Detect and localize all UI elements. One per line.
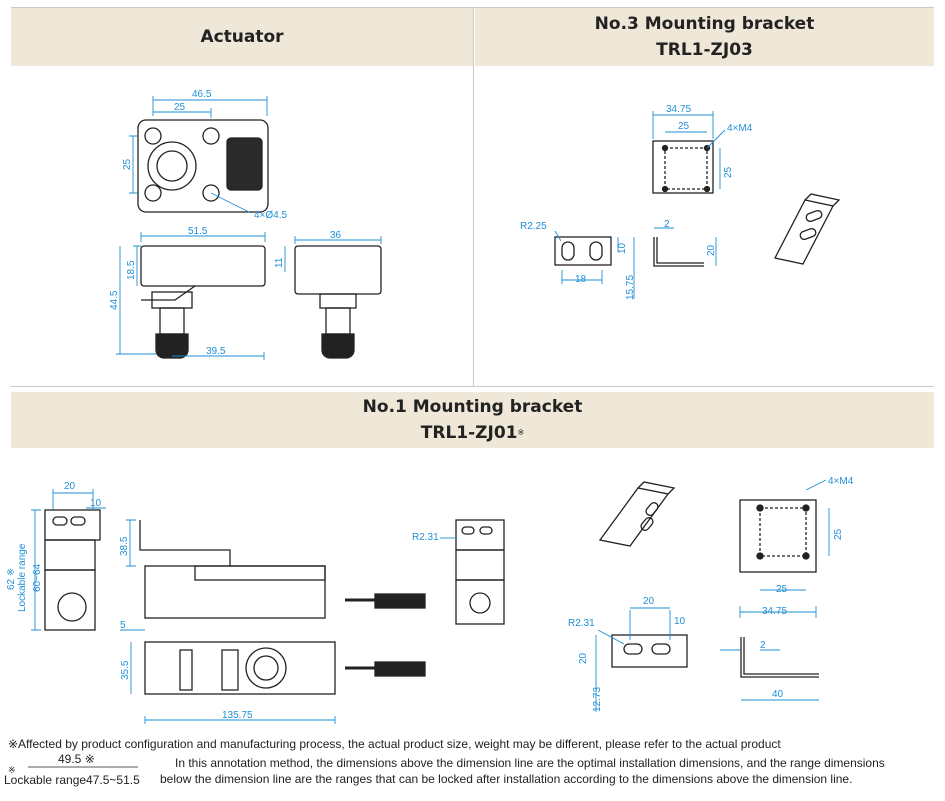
bracket1-mark: ※ <box>517 428 525 437</box>
dim-b1-h355: 35.5 <box>120 660 131 680</box>
bracket3-title: No.3 Mounting bracket <box>594 14 815 34</box>
dim-actuator-hole-h: 25 <box>122 158 133 170</box>
top-border <box>11 7 934 8</box>
dim-b1-h1273: 12.73 <box>592 687 603 712</box>
dim-b1-w10: 10 <box>90 498 102 509</box>
dim-b1-w20b: 20 <box>643 596 655 607</box>
bracket1-header: No.1 Mounting bracket TRL1-ZJ01※ <box>11 392 934 448</box>
dim-b3-thread: 4×M4 <box>727 123 753 134</box>
bracket3-model: TRL1-ZJ03 <box>656 40 753 60</box>
dim-b3-hole-w: 25 <box>678 121 690 132</box>
dim-b1-h25: 25 <box>833 528 844 540</box>
actuator-title: Actuator <box>200 27 284 47</box>
dim-b3-radius: R2.25 <box>520 221 547 232</box>
legend-range: Lockable range47.5~51.5 <box>4 773 140 787</box>
dim-actuator-front-w: 36 <box>330 230 342 241</box>
dim-b1-t2: 2 <box>760 640 766 651</box>
dim-b1-r231: R2.31 <box>412 532 439 543</box>
middle-border <box>11 386 934 387</box>
note-affected: ※Affected by product configuration and m… <box>8 737 781 751</box>
dim-actuator-h-top: 18.5 <box>126 260 137 280</box>
dim-b3-w18: 18 <box>575 274 587 285</box>
dim-b3-h10: 10 <box>617 242 628 254</box>
dim-b1-h385: 38.5 <box>119 536 130 556</box>
dim-b3-h1575: 15.75 <box>625 275 636 300</box>
dim-b1-lock-range: 60~64 <box>32 563 43 592</box>
legend-value: 49.5 ※ <box>58 752 95 766</box>
legend-mark: ※ <box>8 765 16 775</box>
note-annotation-2: below the dimension line are the ranges … <box>160 772 853 786</box>
actuator-header: Actuator <box>11 8 473 66</box>
dim-actuator-width: 46.5 <box>192 89 212 100</box>
dim-b3-thickness: 2 <box>664 219 670 230</box>
dim-actuator-hole-w: 25 <box>174 102 186 113</box>
dim-actuator-h11: 11 <box>274 257 285 268</box>
dim-b1-r231b: R2.31 <box>568 618 595 629</box>
dim-b3-width: 34.75 <box>666 104 691 115</box>
bracket1-model: TRL1-ZJ01 <box>420 423 518 443</box>
dim-b3-hole-h: 25 <box>723 166 734 178</box>
dim-b1-w13575: 135.75 <box>222 710 253 721</box>
dim-actuator-holes: 4×Ø4.5 <box>254 210 288 221</box>
dim-b1-lock-label: Lockable range <box>17 543 28 612</box>
dim-b1-w20: 20 <box>64 481 76 492</box>
dim-b1-thread: 4×M4 <box>828 476 854 487</box>
dim-actuator-w-bottom: 39.5 <box>206 346 226 357</box>
dim-b1-w25: 25 <box>776 584 788 595</box>
dim-b1-h62: 62 ※ <box>6 568 17 590</box>
dim-b1-w10b: 10 <box>674 616 686 627</box>
bracket3-header: No.3 Mounting bracket TRL1-ZJ03 <box>475 8 934 66</box>
dim-actuator-side-w: 51.5 <box>188 226 208 237</box>
note-annotation-1: In this annotation method, the dimension… <box>175 756 885 770</box>
vertical-divider <box>473 8 474 386</box>
dim-b1-w5: 5 <box>120 620 126 631</box>
dim-actuator-h-total: 44.5 <box>109 290 120 310</box>
dim-b3-h20: 20 <box>706 244 717 256</box>
dim-b1-w40: 40 <box>772 689 784 700</box>
dim-b1-w3475: 34.75 <box>762 606 787 617</box>
dim-b1-h20b: 20 <box>578 652 589 664</box>
bracket1-title: No.1 Mounting bracket <box>362 397 583 417</box>
